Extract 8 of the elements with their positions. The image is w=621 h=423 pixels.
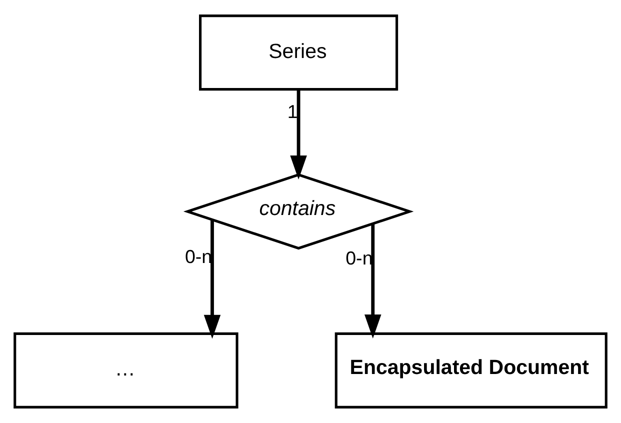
edge-label: 1 [287, 100, 298, 122]
arrow [290, 89, 307, 180]
node-diamond: contains [183, 173, 414, 250]
node-box: … [14, 332, 238, 408]
node-box: Series [199, 14, 398, 91]
arrow [204, 220, 221, 339]
node-box: Encapsulated Document [334, 332, 608, 408]
arrow [364, 224, 382, 338]
